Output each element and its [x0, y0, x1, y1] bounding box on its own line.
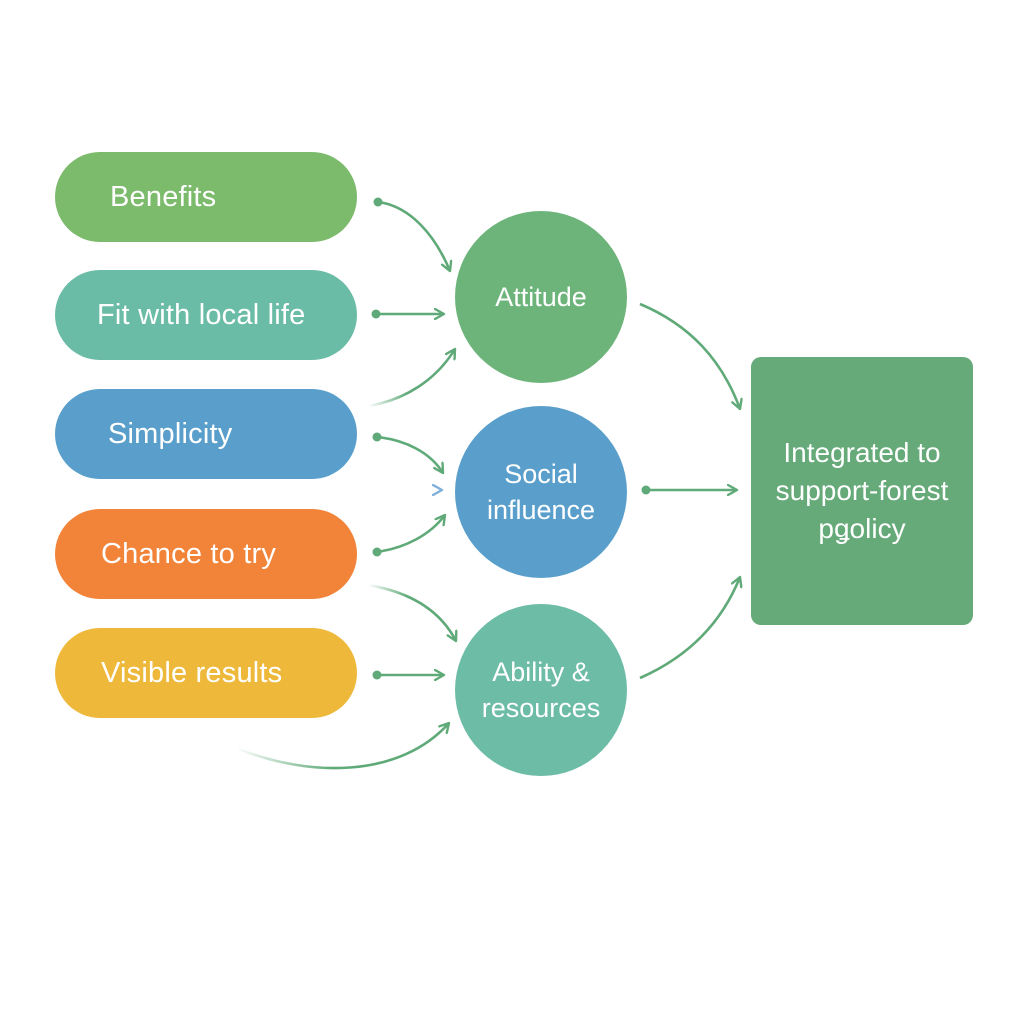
factor-visible-results: Visible results — [55, 628, 357, 718]
arrow-simplicity-to-social — [376, 435, 443, 473]
mediator-ability-and-resources: Ability & resources — [455, 604, 627, 776]
arrow-benefits-to-attitude — [377, 200, 450, 271]
factor-label: Fit with local life — [97, 298, 306, 331]
factor-simplicity: Simplicity — [55, 389, 357, 479]
mediator-attitude: Attitude — [455, 211, 627, 383]
arrow-chance-to-social — [376, 515, 445, 554]
arrow-ability-to-outcome — [639, 577, 740, 680]
mediator-label: Ability & resources — [481, 657, 601, 723]
arrow-chance-to-ability — [367, 583, 456, 641]
mediator-label: Social influence — [486, 459, 596, 525]
factor-label: Benefits — [110, 180, 217, 213]
factor-label: Visible results — [101, 656, 283, 689]
factor-benefits: Benefits — [55, 152, 357, 242]
factor-fit-with-local-life: Fit with local life — [55, 270, 357, 360]
arrow-bottom-to-ability — [235, 723, 449, 770]
factor-label: Chance to try — [101, 537, 277, 570]
outcome-box: Integrated to support-forest pǥolicy — [751, 357, 973, 625]
arrow-simplicity-to-attitude — [367, 349, 455, 408]
outcome-label: Integrated to support-forest pǥolicy — [775, 437, 949, 544]
mediator-social-influence: Social influence — [455, 406, 627, 578]
factor-chance-to-try: Chance to try — [55, 509, 357, 599]
factor-label: Simplicity — [108, 417, 233, 450]
mediator-label: Attitude — [495, 282, 587, 312]
arrow-attitude-to-outcome — [639, 302, 740, 409]
